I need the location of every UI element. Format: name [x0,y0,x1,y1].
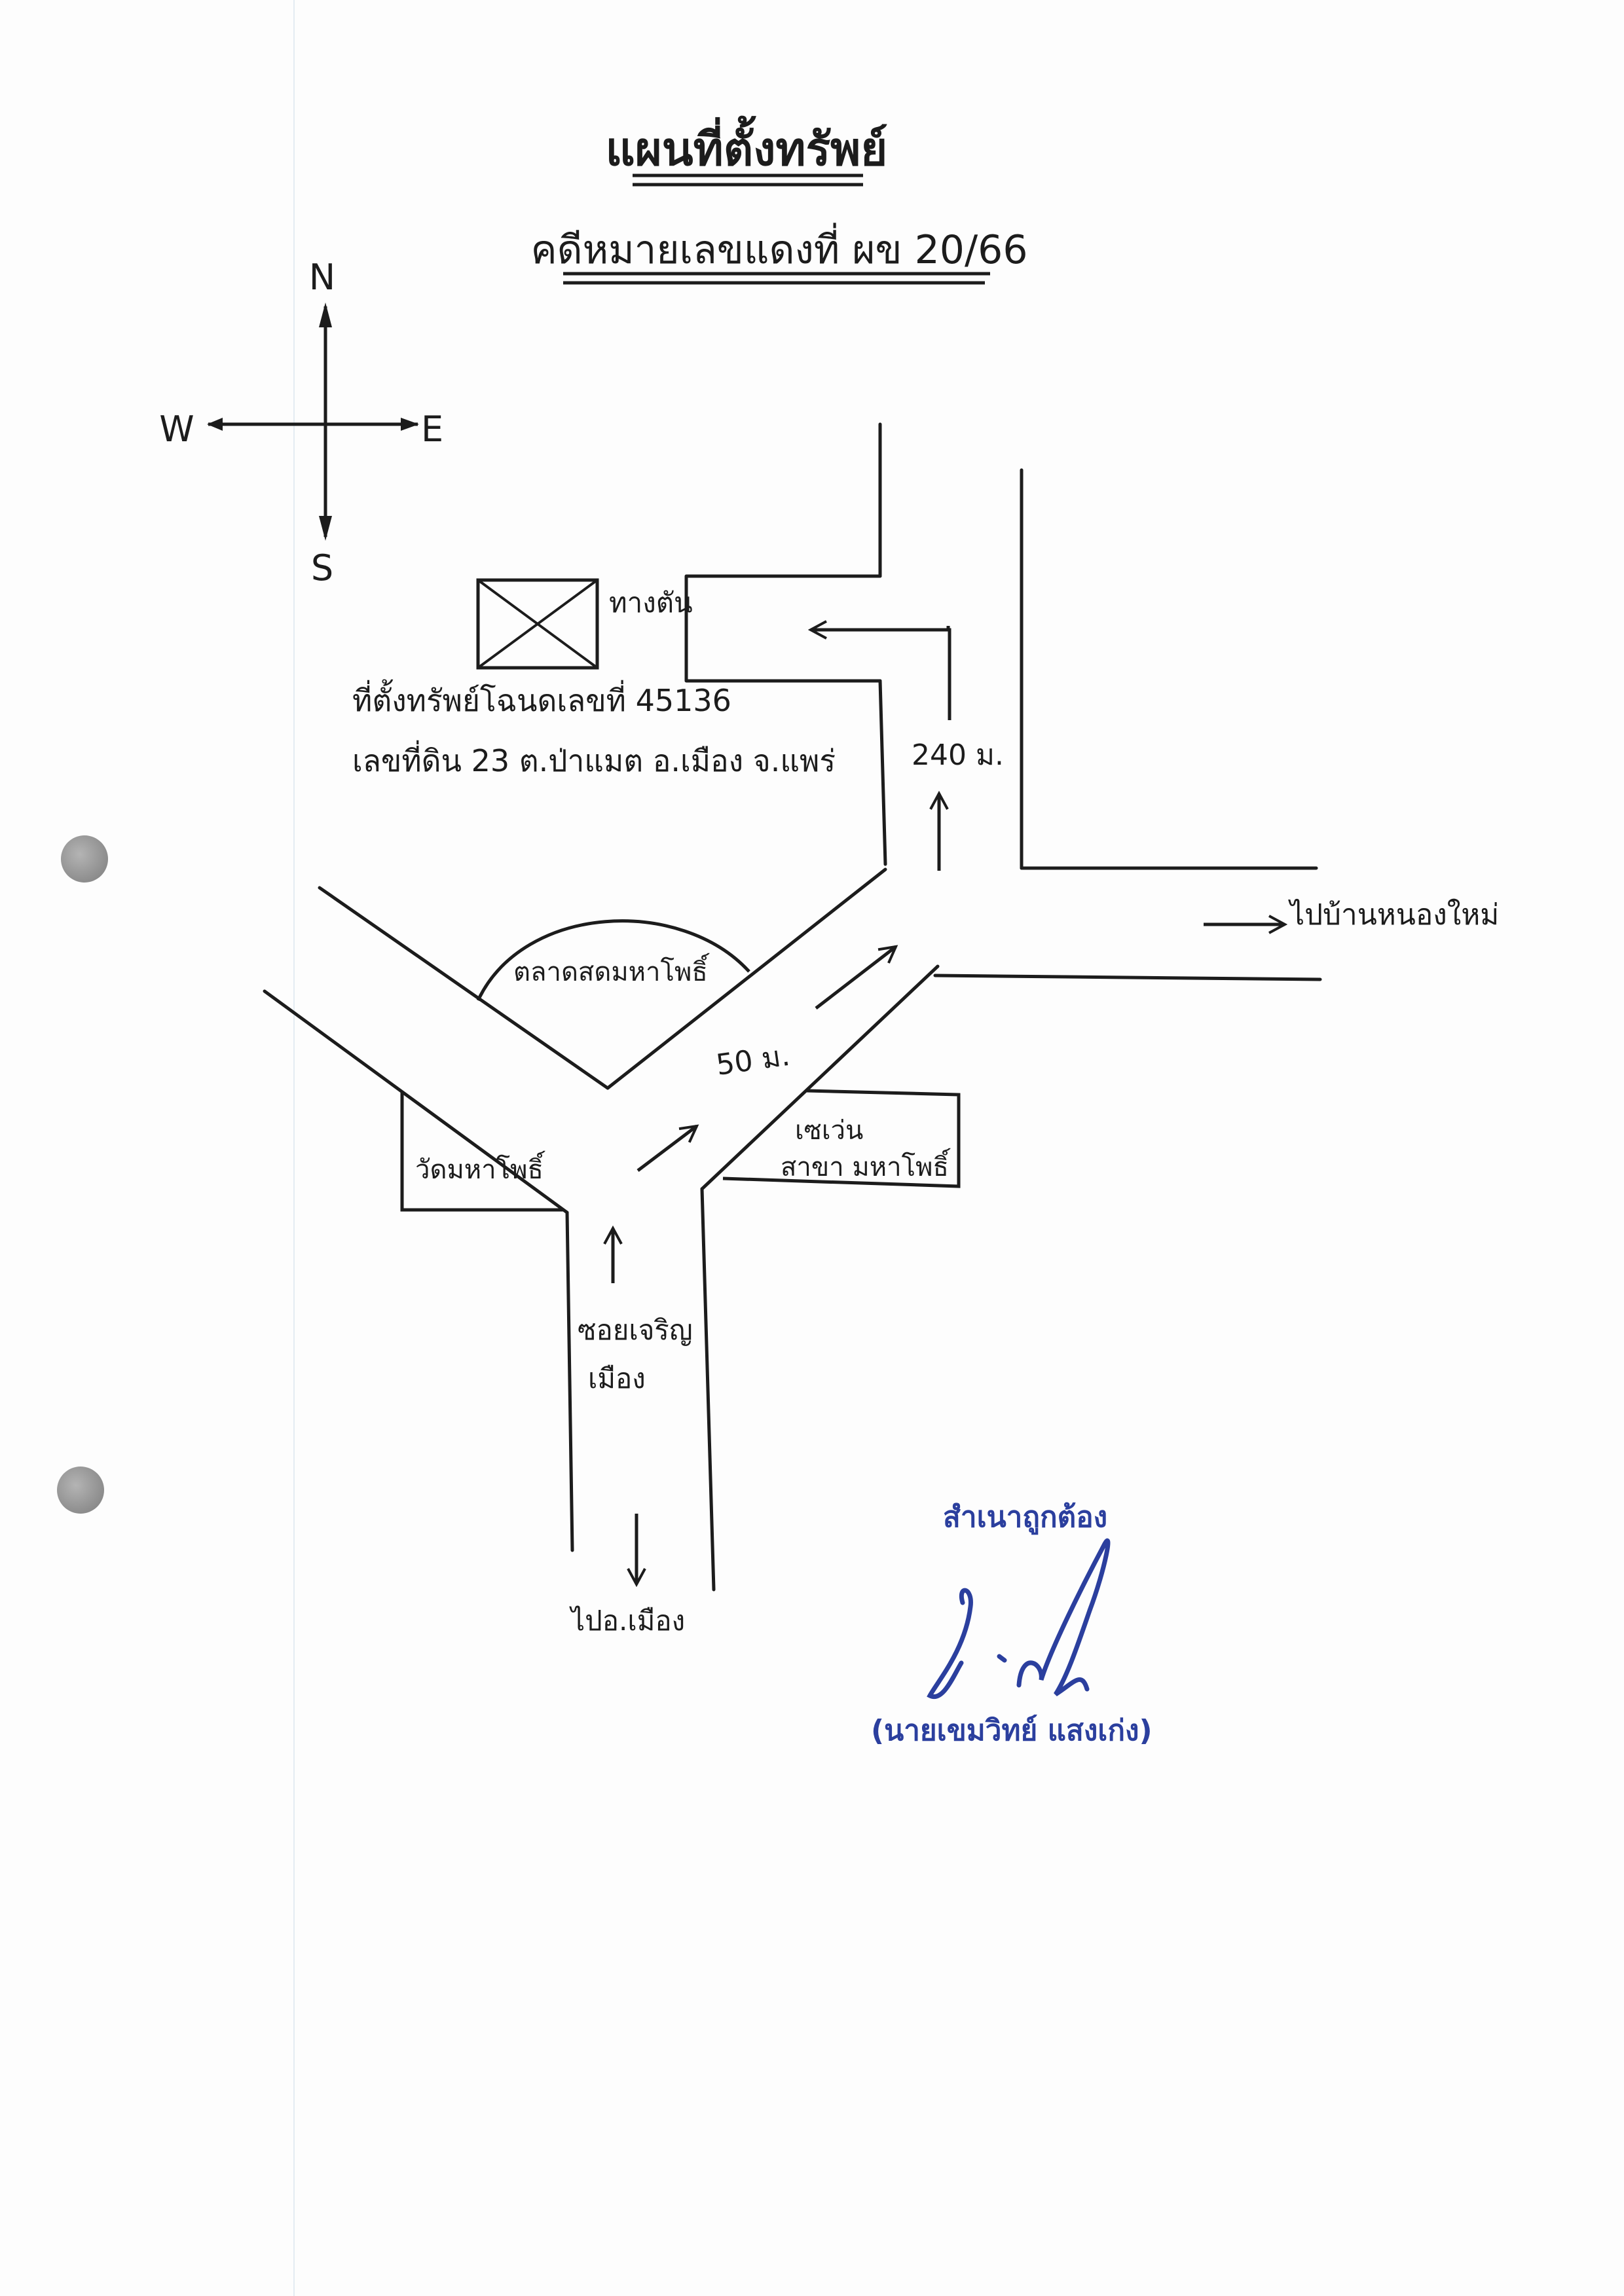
temple-outline [400,1092,563,1212]
soi-label-line2: เมือง [588,1362,646,1394]
store-label-line1: เซเว่น [795,1116,863,1146]
store-label-line2: สาขา มหาโพธิ์ [781,1148,951,1182]
punch-hole-top [61,835,108,883]
property-location-line1: ที่ตั้งทรัพย์โฉนดเลขที่ 45136 [352,679,731,718]
case-number: คดีหมายเลขแดงที่ ผข 20/66 [530,223,1027,273]
compass-rose: N S E W [159,257,443,589]
to-east-label: ไปบ้านหนองใหม่ [1288,898,1499,932]
certified-copy-text: สำเนาถูกต้อง [943,1501,1108,1534]
road-lines [263,422,1322,1592]
soi-label-line1: ซอยเจริญ [578,1314,693,1346]
compass-west: W [159,409,194,450]
compass-south: S [311,547,333,589]
property-marker [476,578,599,670]
certifier-name: (นายเขมวิทย์ แสงเก่ง) [871,1714,1153,1747]
store-outline [722,1089,961,1188]
temple-label: วัดมหาโพธิ์ [415,1150,545,1185]
compass-north: N [309,257,335,298]
punch-hole-bottom [57,1467,104,1514]
signature [927,1538,1111,1700]
to-south-label: ไปอ.เมือง [569,1605,685,1637]
route-arrows [613,626,1285,1584]
road-end-label: ทางตัน [609,587,693,619]
compass-east: E [421,409,443,450]
market-outline [476,919,750,1002]
distance-diagonal-label: 50 ม. [714,1039,792,1082]
margin-line [293,0,295,2296]
map-title: แผนที่ตั้งทรัพย์ [606,115,888,176]
distance-north-label: 240 ม. [912,738,1004,772]
market-label: ตลาดสดมหาโพธิ์ [513,953,710,987]
property-location-line2: เลขที่ดิน 23 ต.ป่าแมต อ.เมือง จ.แพร่ [352,740,836,778]
